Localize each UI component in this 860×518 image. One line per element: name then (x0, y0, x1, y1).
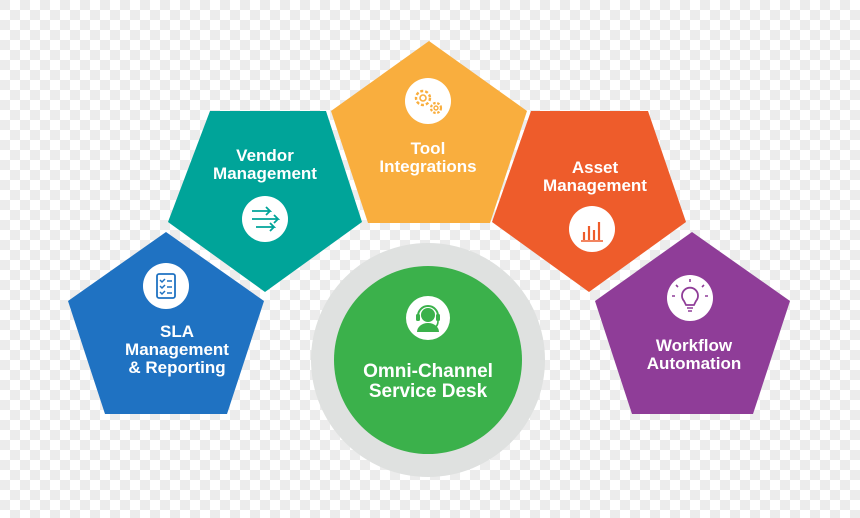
workflow-label-line2: Automation (646, 354, 742, 373)
workflow-label-line1: Workflow (655, 336, 733, 355)
asset-label-line1: Asset (571, 158, 619, 177)
workflow-label: Workflow Automation (647, 337, 741, 373)
vendor-label-line1: Vendor (236, 146, 294, 165)
center-label: Omni-Channel Service Desk (363, 362, 493, 402)
pentagon-tool (331, 41, 527, 223)
sla-label-line3: & Reporting (128, 358, 226, 377)
checklist-icon (143, 263, 189, 309)
sla-label-line2: Management (125, 340, 229, 359)
tool-label: Tool Integrations (379, 140, 476, 176)
asset-label: Asset Management (543, 159, 647, 195)
vendor-label-line2: Management (213, 164, 317, 183)
gears-icon (405, 78, 451, 124)
center-circle (334, 266, 522, 454)
pentagon-workflow (595, 232, 790, 414)
tool-label-line2: Integrations (379, 157, 477, 176)
bar-chart-icon (569, 206, 615, 252)
pentagon-asset (492, 111, 686, 292)
tool-label-line1: Tool (410, 139, 446, 158)
sla-label: SLA Management & Reporting (125, 323, 229, 377)
sla-label-line1: SLA (159, 322, 194, 341)
asset-label-line2: Management (543, 176, 647, 195)
vendor-label: Vendor Management (213, 147, 317, 183)
exchange-arrows-icon (242, 196, 288, 242)
center-label-line1: Omni-Channel (363, 361, 493, 382)
headset-agent-icon (406, 296, 450, 340)
lightbulb-icon (667, 275, 713, 321)
center-label-line2: Service Desk (368, 381, 488, 402)
pentagon-sla (68, 232, 264, 414)
